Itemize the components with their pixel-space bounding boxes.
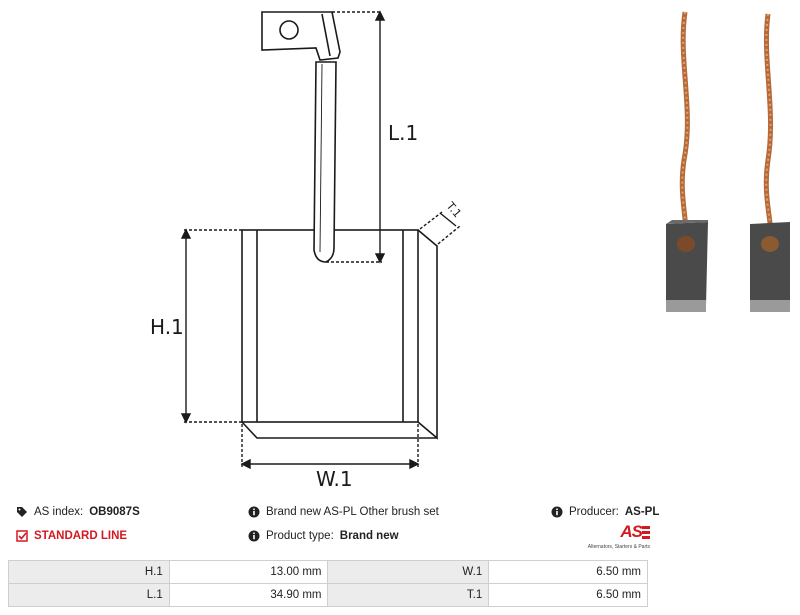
technical-drawing: L.1 H.1 W.1 T.1 [150,10,790,490]
tag-icon [17,507,27,517]
product-photo-right [750,13,790,312]
spec-key: H.1 [8,560,170,584]
spec-value: 6.50 mm [488,583,648,607]
spec-value: 6.50 mm [488,560,648,584]
description-info: Brand new AS-PL Other brush set [248,506,439,518]
table-row: H.1 13.00 mm W.1 6.50 mm [8,560,648,584]
product-type-info: Product type: Brand new [248,530,399,542]
as-pl-logo: AS Alternators, Starters & Parts [586,522,650,552]
line-info: STANDARD LINE [16,530,127,542]
info-icon [551,506,563,518]
product-type-label: Product type: [266,530,334,542]
as-index-label: AS index: [34,506,84,518]
product-type-value: Brand new [339,530,399,542]
label-t1: T.1 [443,199,464,220]
brush-outline [241,11,438,440]
table-row: L.1 34.90 mm T.1 6.50 mm [8,583,648,607]
spec-table: H.1 13.00 mm W.1 6.50 mm L.1 34.90 mm T.… [8,560,648,607]
dimension-lines [180,10,461,470]
description-text: Brand new AS-PL Other brush set [266,506,439,518]
producer-info: Producer: AS-PL [551,506,659,518]
logo-stripes [642,526,650,529]
label-w1: W.1 [316,467,353,490]
product-photo-left [666,11,708,312]
spec-value: 34.90 mm [168,583,329,607]
info-icon [248,530,260,542]
logo-text: AS [620,522,643,541]
line-label: STANDARD LINE [34,530,128,542]
label-h1: H.1 [150,315,184,339]
spec-value: 13.00 mm [168,560,329,584]
check-square-icon [16,530,28,542]
producer-label: Producer: [569,506,619,518]
spec-key: W.1 [327,560,490,584]
info-icon [248,506,260,518]
as-index-info: AS index: OB9087S [16,506,140,518]
producer-value: AS-PL [624,506,660,518]
logo-subtitle: Alternators, Starters & Parts [587,544,650,550]
spec-key: T.1 [327,583,490,607]
as-index-value: OB9087S [89,506,140,518]
spec-key: L.1 [8,583,170,607]
label-l1: L.1 [388,121,418,145]
